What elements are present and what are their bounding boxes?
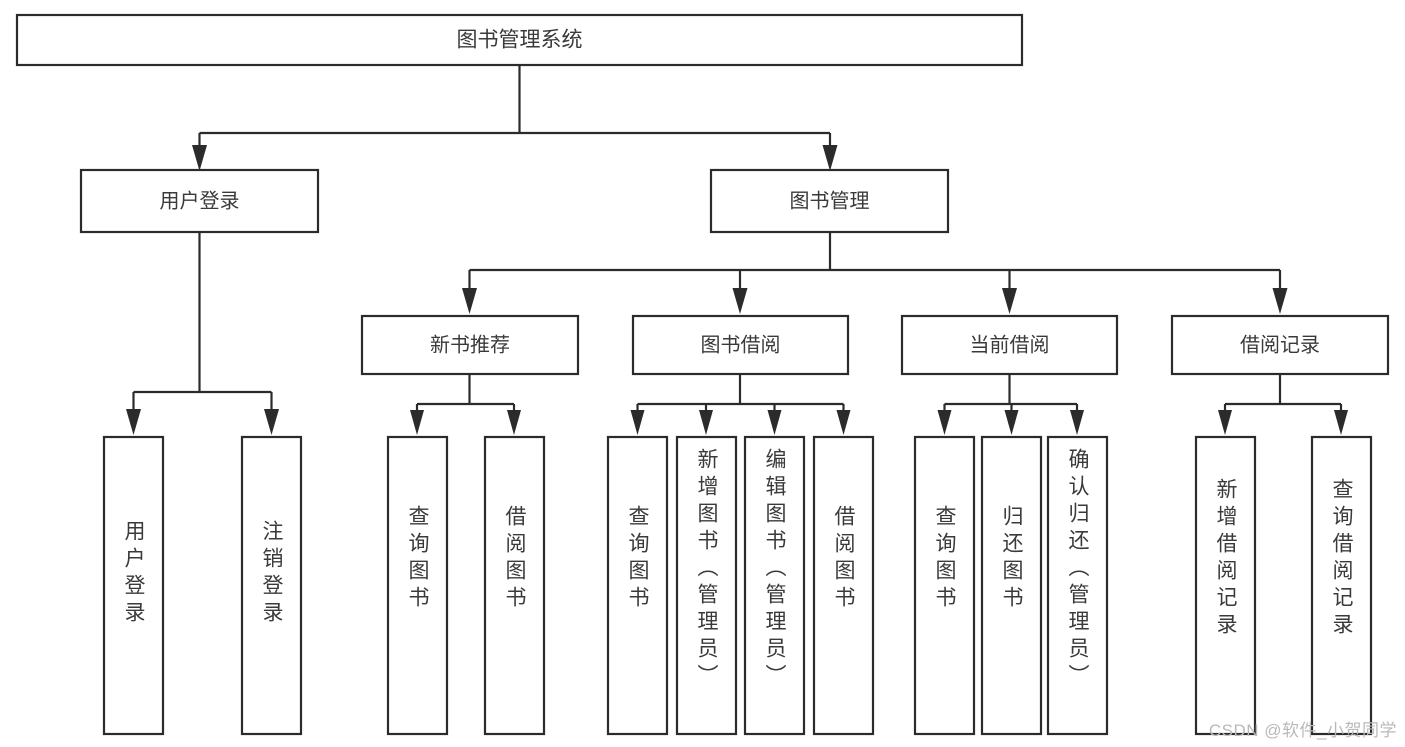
leaf-node-boxes	[102, 435, 1373, 736]
arrow-head-icon	[1002, 288, 1017, 314]
connector-userlogin-to-leaves	[126, 232, 279, 435]
node-book-management[interactable]: 图书管理	[709, 168, 950, 234]
arrow-head-icon	[192, 145, 207, 171]
connector-bookmgmt-to-level3	[462, 232, 1288, 314]
leaf-box-user-login[interactable]	[102, 435, 165, 736]
node-box-shape	[631, 314, 850, 376]
leaf-box-add-borrow-record[interactable]	[1194, 435, 1257, 736]
arrow-head-icon	[126, 409, 141, 435]
leaf-box-query-book-3[interactable]	[913, 435, 976, 736]
node-root-book-management-system[interactable]: 图书管理系统	[15, 13, 1024, 67]
leaf-box-return-book[interactable]	[980, 435, 1043, 736]
arrow-head-icon	[1004, 410, 1019, 435]
node-user-login[interactable]: 用户登录	[79, 168, 320, 234]
leaf-box-query-borrow-record[interactable]	[1310, 435, 1373, 736]
csdn-watermark: CSDN @软件_小贺同学	[1208, 721, 1397, 740]
arrow-head-icon	[264, 409, 279, 435]
arrow-head-icon	[937, 410, 952, 435]
arrow-head-icon	[1272, 288, 1288, 314]
node-book-borrow[interactable]: 图书借阅	[631, 314, 850, 376]
arrow-head-icon	[699, 410, 713, 435]
node-box-shape	[15, 13, 1024, 67]
connector-borrow-to-leaves	[630, 375, 851, 435]
leaf-box-add-book-admin[interactable]	[675, 435, 738, 736]
arrow-head-icon	[507, 410, 521, 435]
arrow-head-icon	[1218, 410, 1232, 435]
arrow-head-icon	[1334, 410, 1348, 435]
node-new-book-recommend[interactable]: 新书推荐	[360, 314, 580, 376]
node-borrow-records[interactable]: 借阅记录	[1170, 314, 1390, 376]
leaf-box-query-book-2[interactable]	[606, 435, 669, 736]
arrow-head-icon	[1070, 410, 1084, 435]
connector-newbook-to-leaves	[410, 375, 521, 435]
arrow-head-icon	[732, 288, 748, 314]
arrow-head-icon	[462, 288, 477, 314]
node-box-shape	[900, 314, 1119, 376]
node-label-book-management: 图书管理	[790, 189, 870, 212]
node-current-borrow[interactable]: 当前借阅	[900, 314, 1119, 376]
connector-records-to-leaves	[1218, 375, 1348, 435]
node-box-shape	[709, 168, 950, 234]
connector-root-to-level2	[192, 65, 838, 171]
leaf-box-borrow-book-1[interactable]	[483, 435, 546, 736]
leaf-box-logout[interactable]	[240, 435, 303, 736]
node-box-shape	[360, 314, 580, 376]
leaf-box-confirm-return-admin[interactable]	[1046, 435, 1109, 736]
node-label-book-borrow: 图书借阅	[701, 333, 781, 356]
node-label-borrow-records: 借阅记录	[1240, 333, 1320, 356]
leaf-box-query-book-1[interactable]	[386, 435, 449, 736]
node-label-current-borrow: 当前借阅	[970, 333, 1050, 356]
leaf-box-borrow-book-2[interactable]	[812, 435, 875, 736]
node-label-user-login: 用户登录	[160, 189, 240, 212]
leaf-box-edit-book-admin[interactable]	[743, 435, 806, 736]
arrow-head-icon	[767, 410, 782, 435]
node-label-new-book-recommend: 新书推荐	[430, 333, 510, 356]
arrow-head-icon	[836, 410, 851, 435]
arrow-head-icon	[630, 410, 645, 435]
arrow-head-icon	[822, 145, 838, 171]
node-box-shape	[1170, 314, 1390, 376]
node-label-root: 图书管理系统	[457, 29, 583, 52]
connector-current-to-leaves	[937, 375, 1084, 435]
node-box-shape	[79, 168, 320, 234]
arrow-head-icon	[410, 410, 424, 435]
